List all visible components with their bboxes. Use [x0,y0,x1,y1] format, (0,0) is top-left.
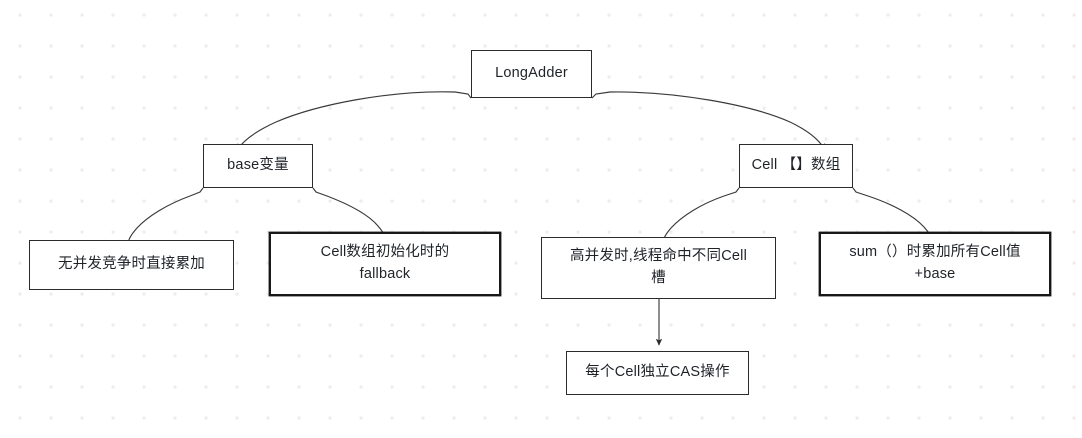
node-base-variable[interactable]: base变量 [203,144,313,188]
edge-longadder-to-base [236,91,472,151]
node-longadder[interactable]: LongAdder [471,50,592,98]
node-high-concurrency-cell-slot[interactable]: 高并发时,线程命中不同Cell 槽 [541,237,776,299]
node-cell-array[interactable]: Cell 【】数组 [739,144,853,188]
node-per-cell-cas[interactable]: 每个Cell独立CAS操作 [566,351,749,395]
node-sum-accumulate-all-cells[interactable]: sum（）时累加所有Cell值 +base [820,233,1050,295]
edge-cellarr-to-highconc [659,187,740,245]
edge-base-to-noconflict [124,187,204,247]
node-cell-array-init-fallback[interactable]: Cell数组初始化时的 fallback [270,233,500,295]
edge-longadder-to-cellarr [591,91,826,151]
node-no-contention-accumulate[interactable]: 无并发竞争时直接累加 [29,240,234,290]
